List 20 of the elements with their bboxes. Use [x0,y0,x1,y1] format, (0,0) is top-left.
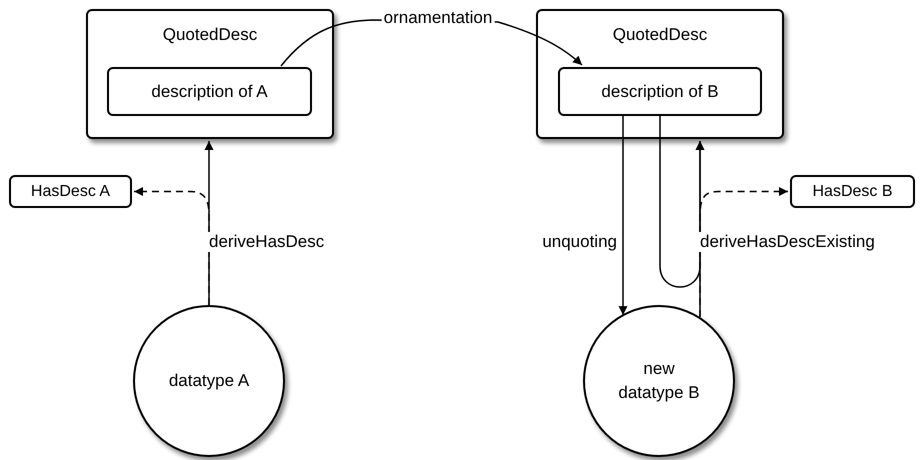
rounded-box [790,175,915,208]
node-label: new datatype B [617,358,701,404]
dashed-arrow [699,187,788,317]
node-label: description of B [601,80,719,102]
node-label: HasDesc B [812,182,893,202]
node-label: datatype A [168,370,250,392]
rounded-box [107,67,312,116]
arrow [618,116,628,316]
edge-label: unquoting [540,232,619,252]
container-box [86,9,334,139]
rounded-box [558,67,762,116]
edge-label: deriveHasDescExisting [698,232,877,252]
box-title: QuotedDesc [612,25,708,45]
edge-label: deriveHasDesc [207,232,326,252]
box-title: QuotedDesc [162,25,258,45]
container-box [536,9,784,139]
node-label: description of A [151,80,268,102]
dashed-arrow [134,187,210,305]
node-label: HasDesc A [30,182,110,202]
rounded-box [9,175,132,208]
